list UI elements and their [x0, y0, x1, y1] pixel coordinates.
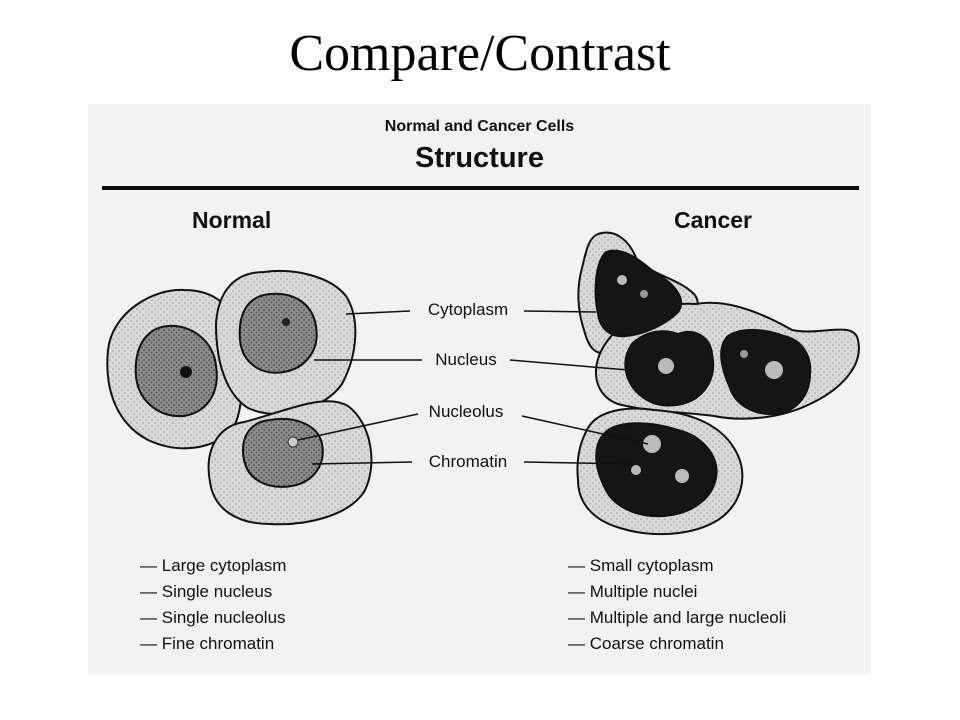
normal-column-heading: Normal: [192, 207, 272, 233]
label-nucleolus: Nucleolus: [428, 402, 504, 421]
cancer-column-heading: Cancer: [674, 207, 752, 233]
cancer-nucleus-bottom: [595, 422, 718, 518]
normal-nucleus-top-right: [238, 292, 318, 374]
cancer-trait: Multiple and large nucleoli: [568, 605, 787, 631]
cancer-nucleus-top: [594, 249, 682, 338]
figure-subtitle: Normal and Cancer Cells: [384, 118, 575, 135]
normal-trait: Single nucleus: [140, 579, 286, 605]
normal-traits-list: Large cytoplasm Single nucleus Single nu…: [140, 553, 287, 657]
header-rule: [102, 186, 859, 190]
normal-nucleus-left: [134, 324, 218, 418]
cancer-cells: [576, 231, 860, 536]
normal-trait: Single nucleolus: [140, 605, 286, 631]
cell-illustration: [102, 186, 860, 536]
normal-trait: Large cytoplasm: [140, 553, 287, 579]
label-chromatin: Chromatin: [428, 452, 508, 471]
figure-heading: Structure: [415, 142, 544, 174]
normal-trait: Fine chromatin: [140, 631, 286, 657]
cancer-nucleolus: [617, 275, 627, 285]
leader-lines: [297, 310, 649, 465]
label-nucleus: Nucleus: [435, 350, 497, 369]
cancer-trait: Multiple nuclei: [568, 579, 786, 605]
normal-nucleus-bottom: [242, 418, 324, 488]
label-cytoplasm: Cytoplasm: [427, 300, 509, 319]
normal-nucleolus: [180, 366, 192, 378]
cancer-trait: Coarse chromatin: [568, 631, 786, 657]
slide-title: Compare/Contrast: [289, 25, 671, 82]
normal-cells: [106, 270, 373, 526]
cancer-traits-list: Small cytoplasm Multiple nuclei Multiple…: [568, 553, 787, 657]
cancer-trait: Small cytoplasm: [568, 553, 786, 579]
cell-comparison-figure: Normal and Cancer Cells Structure Normal…: [88, 104, 871, 674]
